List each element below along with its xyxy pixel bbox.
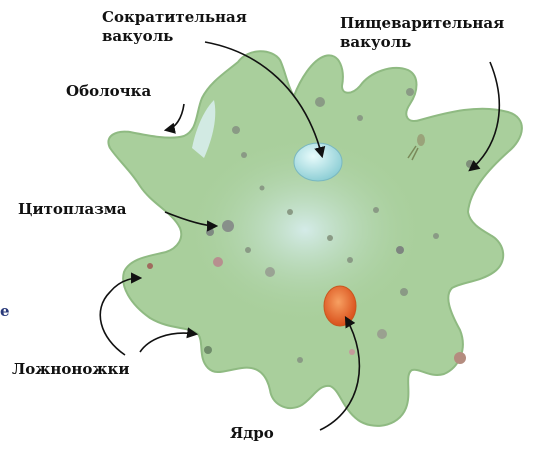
label-membrane: Оболочка [66, 82, 151, 101]
label-digestive-vacuole: Пищеварительная вакуоль [340, 14, 504, 52]
nucleus [324, 286, 356, 326]
contractile-vacuole [294, 143, 342, 181]
label-pseudopods: Ложноножки [12, 360, 130, 379]
arrow-membrane [166, 104, 184, 130]
label-cytoplasm: Цитоплазма [18, 200, 127, 219]
label-contractile-vacuole: Сократительная вакуоль [102, 8, 247, 46]
label-nucleus: Ядро [230, 424, 274, 443]
arrow-pseudopod-2 [140, 333, 196, 352]
edge-text-fragment: е [0, 302, 10, 321]
